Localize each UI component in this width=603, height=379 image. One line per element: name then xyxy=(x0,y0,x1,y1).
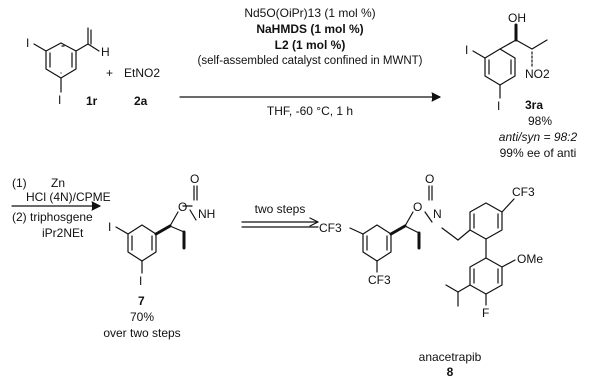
step-2-reagent: triphosgene xyxy=(30,210,93,224)
atom-3ra-i-top: I xyxy=(465,43,468,57)
label-3ra: 3ra xyxy=(525,98,544,112)
reagents-line-4: (self-assembled catalyst confined in MWN… xyxy=(197,55,423,67)
atom-7-nh: NH xyxy=(198,207,215,221)
yield-7: 70% xyxy=(129,310,155,324)
atom-8-f: F xyxy=(482,306,489,320)
atom-7-o-carbonyl: O xyxy=(190,172,199,186)
atom-7-i-top: I xyxy=(108,220,111,234)
atom-8-cf3-bottom: CF3 xyxy=(368,273,391,287)
atom-3ra-no2: NO2 xyxy=(525,67,550,81)
ee-3ra: 99% ee of anti xyxy=(499,146,577,160)
note-7: over two steps xyxy=(103,326,181,340)
label-2a: 2a xyxy=(134,94,148,108)
atom-3ra-i-bottom: I xyxy=(497,99,500,113)
label-8: 8 xyxy=(446,365,454,379)
atom-1r-i-bottom: I xyxy=(58,93,61,107)
label-7: 7 xyxy=(138,294,145,308)
atom-8-o-carbonyl: O xyxy=(425,172,434,186)
step-1-reagent: Zn xyxy=(51,176,66,190)
atom-3ra-oh: OH xyxy=(508,11,526,25)
dr-3ra: anti/syn = 98:2 xyxy=(498,130,578,144)
atom-1r-h: H xyxy=(101,45,110,59)
structure-1r xyxy=(33,27,100,93)
step-2-base: iPr2NEt xyxy=(42,226,84,240)
structure-3ra xyxy=(472,23,548,99)
step-1-conditions: HCl (4N)/CPME xyxy=(26,190,111,204)
atom-8-n: N xyxy=(433,207,442,221)
structure-8 xyxy=(349,185,516,307)
reagents-line-3: L2 (1 mol %) xyxy=(274,38,346,52)
atom-8-o-ring: O xyxy=(413,200,422,214)
step-1-number: (1) xyxy=(12,176,27,190)
yield-3ra: 98% xyxy=(527,114,553,128)
reaction-3-label: two steps xyxy=(254,202,306,216)
atom-7-o-ring: O xyxy=(178,200,187,214)
reagents-line-1: Nd5O(OiPr)13 (1 mol %) xyxy=(244,6,376,20)
label-1r: 1r xyxy=(86,94,98,108)
reagent-2a-formula: EtNO2 xyxy=(124,66,161,80)
anacetrapib-name: anacetrapib xyxy=(418,350,482,364)
atom-8-cf3-top: CF3 xyxy=(512,185,535,199)
reaction-1-conditions: THF, -60 °C, 1 h xyxy=(266,104,354,118)
step-2-number: (2) xyxy=(12,210,27,224)
atom-8-cf3-left: CF3 xyxy=(319,221,342,235)
structure-7 xyxy=(115,185,198,274)
reagents-line-2: NaHMDS (1 mol %) xyxy=(256,22,364,36)
atom-8-ome: OMe xyxy=(517,252,543,266)
plus-sign: + xyxy=(106,66,114,80)
atom-7-i-bottom: I xyxy=(139,274,142,288)
atom-1r-i-top: I xyxy=(26,36,29,50)
